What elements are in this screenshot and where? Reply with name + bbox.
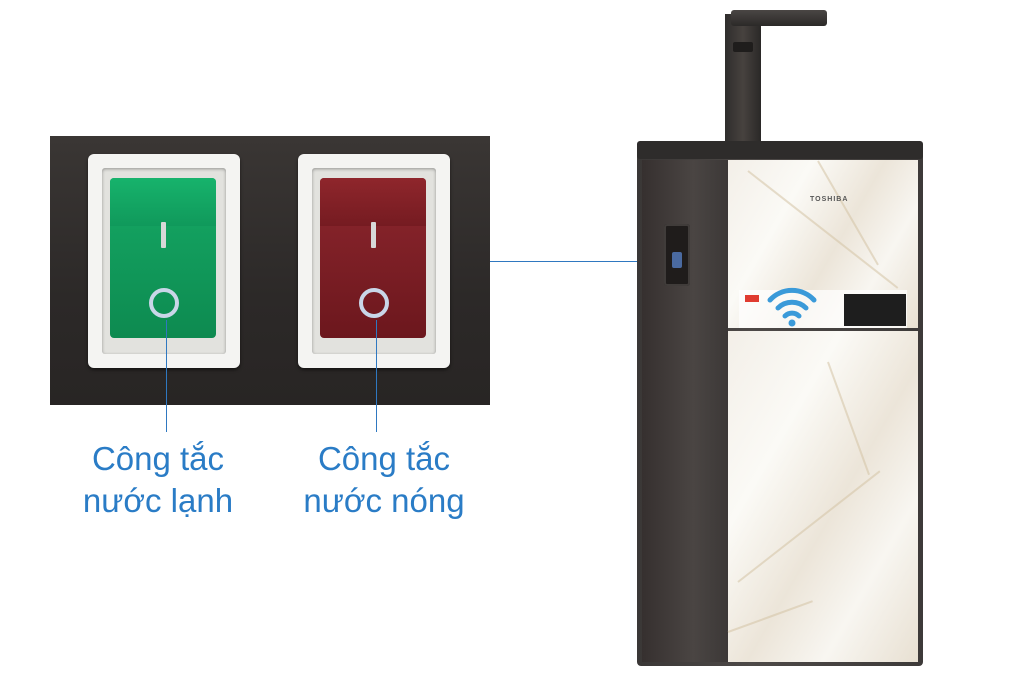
hot-water-switch[interactable]: [320, 178, 426, 338]
hot-switch-caption: Công tắc nước nóng: [274, 438, 494, 522]
faucet-spout: [731, 10, 827, 26]
red-tag: [745, 295, 759, 302]
on-mark-icon: [160, 222, 166, 248]
hot-switch-caption-line1: Công tắc: [317, 440, 451, 477]
cold-switch-caption-line1: Công tắc: [91, 440, 225, 477]
lower-door-marble: [727, 331, 918, 662]
off-mark-icon: [149, 288, 179, 318]
cold-switch-callout-line: [166, 320, 167, 432]
spec-label-box: [844, 294, 906, 326]
cold-water-switch[interactable]: [110, 178, 216, 338]
panel-to-dispenser-line: [490, 261, 676, 262]
hot-water-switch-frame: [298, 154, 450, 368]
switch-panel-closeup: [50, 136, 490, 405]
cold-water-switch-frame: [88, 154, 240, 368]
on-mark-icon: [370, 222, 376, 248]
faucet-collar: [733, 42, 753, 52]
cold-switch-caption: Công tắc nước lạnh: [48, 438, 268, 522]
hot-switch-caption-line2: nước nóng: [303, 482, 465, 519]
off-mark-icon: [359, 288, 389, 318]
faucet-stem: [725, 14, 761, 142]
side-switch-toggle[interactable]: [672, 252, 682, 268]
brand-logo: TOSHIBA: [810, 196, 849, 203]
cold-switch-caption-line2: nước lạnh: [82, 482, 234, 519]
cabinet-top: [637, 141, 923, 159]
side-switch-slot[interactable]: [664, 224, 690, 286]
hot-switch-callout-line: [376, 320, 377, 432]
wifi-icon: [767, 287, 817, 327]
